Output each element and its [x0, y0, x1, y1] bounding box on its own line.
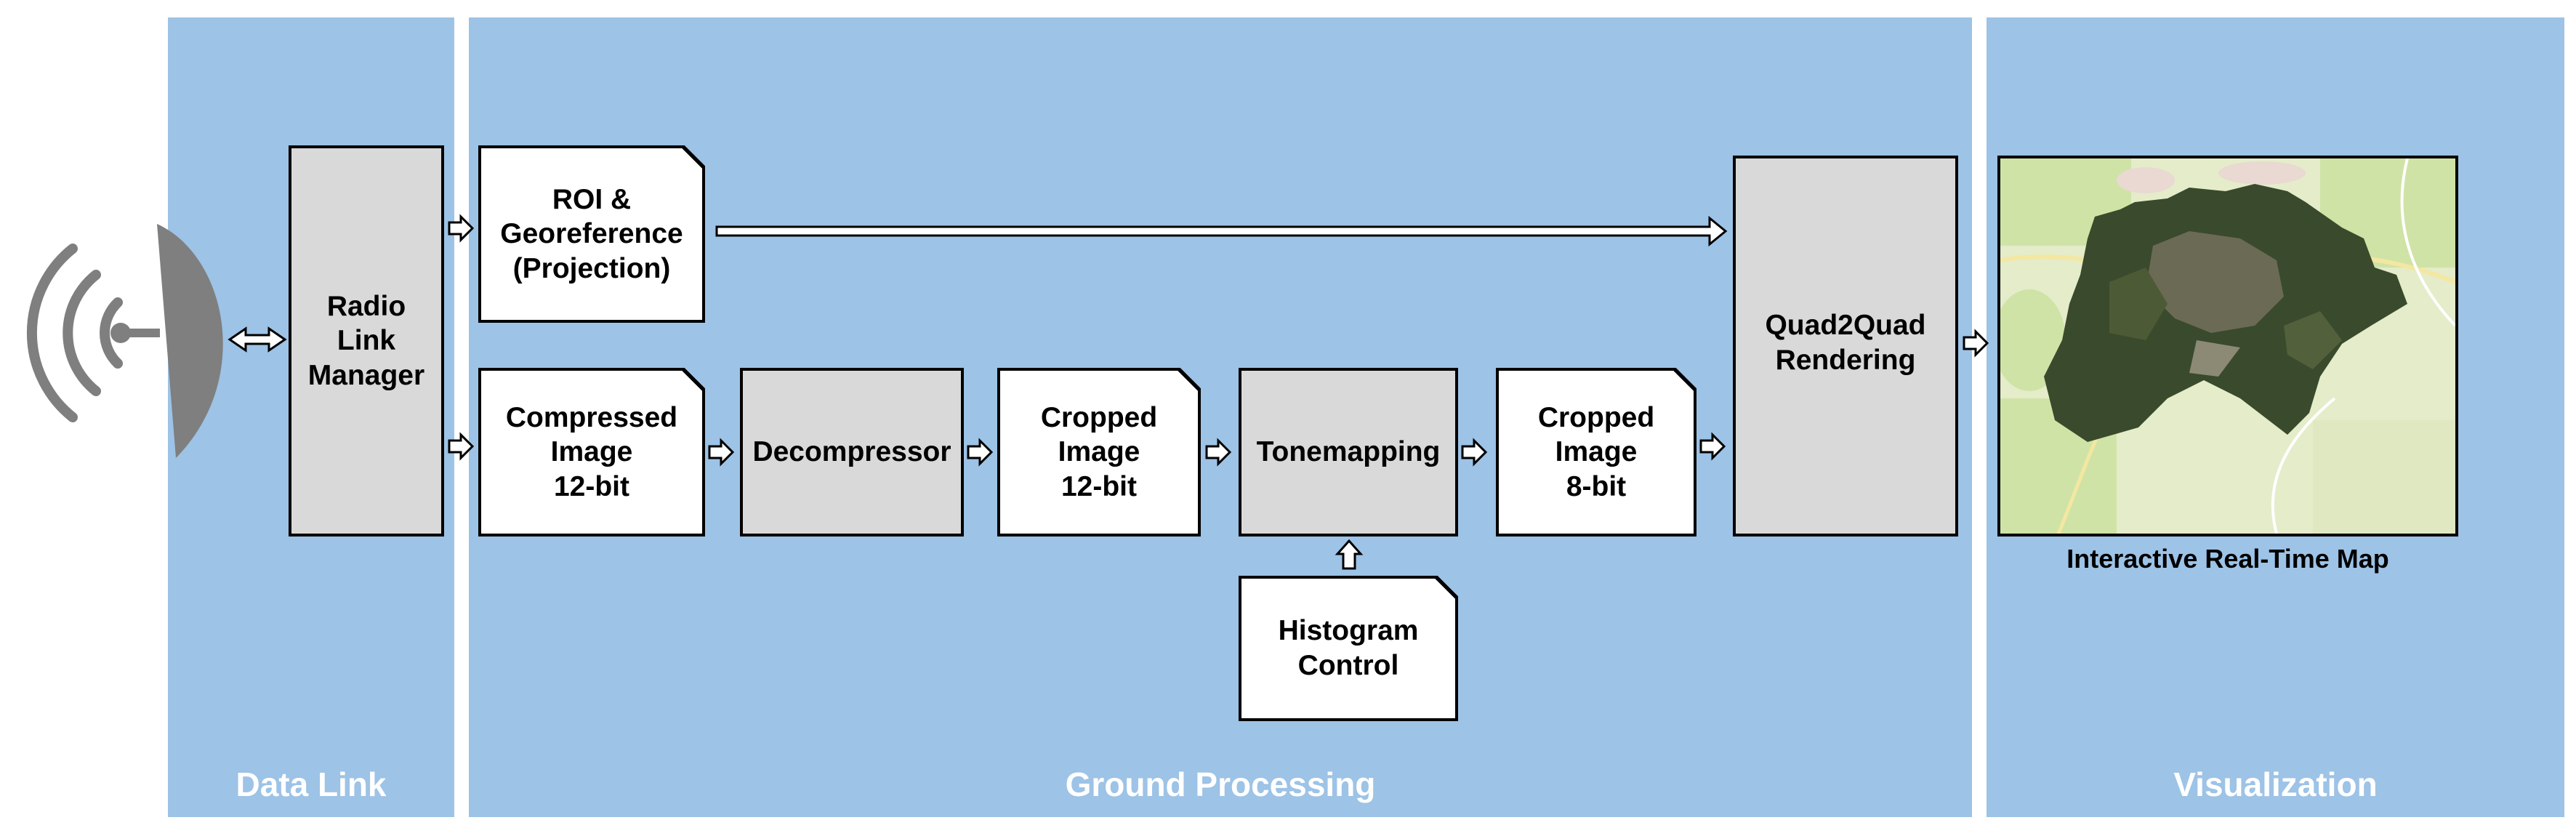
arrow-to-map: [1963, 329, 1989, 358]
tonemapping-box: Tonemapping: [1239, 368, 1458, 536]
visualization-label: Visualization: [2173, 765, 2378, 803]
arrow-to-cropped8: [1461, 438, 1488, 467]
arrow-to-decompressor: [708, 438, 735, 467]
compressed-image-doc: Compressed Image 12-bit: [478, 368, 705, 536]
real-time-map-image: [1997, 156, 2458, 536]
arrow-to-tonemapping: [1205, 438, 1232, 467]
arrow-roi-to-quad2quad: [715, 215, 1728, 247]
map-graphic: [2000, 158, 2455, 534]
arrow-histogram-to-tonemapping: [1335, 539, 1364, 570]
arrow-to-roi: [448, 214, 475, 243]
cropped-image-12bit-doc: Cropped Image 12-bit: [997, 368, 1201, 536]
ground-processing-panel: Ground Processing: [469, 17, 1972, 817]
radio-link-manager-box: Radio Link Manager: [289, 145, 444, 536]
roi-georeference-doc: ROI & Georeference (Projection): [478, 145, 705, 323]
bidirectional-arrow: [228, 326, 287, 353]
histogram-control-doc: Histogram Control: [1239, 576, 1458, 721]
quad2quad-rendering-box: Quad2Quad Rendering: [1733, 156, 1958, 536]
arrow-to-cropped12: [967, 438, 994, 467]
cropped-image-8bit-doc: Cropped Image 8-bit: [1496, 368, 1696, 536]
arrow-to-compressed: [448, 432, 475, 461]
map-caption: Interactive Real-Time Map: [2066, 544, 2389, 574]
data-link-label: Data Link: [236, 765, 387, 803]
decompressor-box: Decompressor: [740, 368, 964, 536]
satellite-dish-icon: [26, 224, 223, 458]
radio-waves-icon: [26, 244, 123, 422]
ground-processing-label: Ground Processing: [1065, 765, 1376, 803]
arrow-to-quad2quad: [1699, 432, 1726, 461]
